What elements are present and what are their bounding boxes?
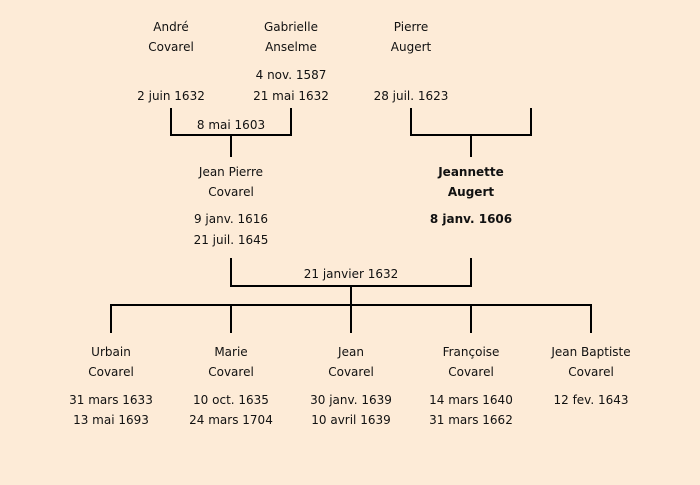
connector-line (470, 134, 472, 157)
connector-line (230, 134, 232, 157)
death-date: 2 juin 1632 (137, 89, 205, 103)
last-name: Covarel (568, 365, 614, 379)
birth-date: 14 mars 1640 (429, 393, 513, 407)
connector-line (350, 285, 352, 305)
connector-line (230, 258, 232, 287)
birth-date: 9 janv. 1616 (193, 212, 269, 226)
birth-date: 4 nov. 1587 (255, 68, 327, 82)
birth-date: 30 janv. 1639 (310, 393, 392, 407)
marriage-date: 8 mai 1603 (196, 118, 266, 132)
death-date: 31 mars 1662 (429, 413, 513, 427)
last-name: Covarel (208, 185, 254, 199)
first-name: Françoise (442, 345, 500, 359)
last-name: Covarel (148, 40, 194, 54)
last-name: Covarel (328, 365, 374, 379)
connector-line (590, 304, 592, 333)
birth-date: 10 oct. 1635 (193, 393, 269, 407)
birth-date: 12 fev. 1643 (553, 393, 629, 407)
connector-line (530, 108, 532, 136)
connector-line (470, 258, 472, 287)
first-name: Urbain (91, 345, 131, 359)
last-name: Augert (447, 185, 495, 199)
death-date: 24 mars 1704 (189, 413, 273, 427)
first-name: Gabrielle (264, 20, 318, 34)
last-name: Anselme (265, 40, 317, 54)
connector-line (410, 108, 412, 136)
connector-line (230, 304, 232, 333)
last-name: Covarel (88, 365, 134, 379)
death-date: 13 mai 1693 (73, 413, 149, 427)
first-name: Jean (338, 345, 364, 359)
first-name: Pierre (393, 20, 429, 34)
connector-line (290, 108, 292, 136)
connector-line (110, 304, 112, 333)
last-name: Covarel (208, 365, 254, 379)
connector-line (170, 108, 172, 136)
first-name: Marie (214, 345, 248, 359)
first-name: Jeannette (438, 165, 504, 179)
connector-line (350, 304, 352, 333)
death-date: 21 mai 1632 (253, 89, 329, 103)
death-date: 10 avril 1639 (311, 413, 391, 427)
first-name: Jean Baptiste (551, 345, 631, 359)
birth-date: 8 janv. 1606 (429, 212, 513, 226)
connector-line (470, 304, 472, 333)
first-name: André (153, 20, 189, 34)
last-name: Covarel (448, 365, 494, 379)
first-name: Jean Pierre (198, 165, 264, 179)
death-date: 21 juil. 1645 (193, 233, 269, 247)
death-date: 28 juil. 1623 (373, 89, 449, 103)
birth-date: 31 mars 1633 (69, 393, 153, 407)
marriage-date: 21 janvier 1632 (303, 267, 399, 281)
last-name: Augert (390, 40, 432, 54)
